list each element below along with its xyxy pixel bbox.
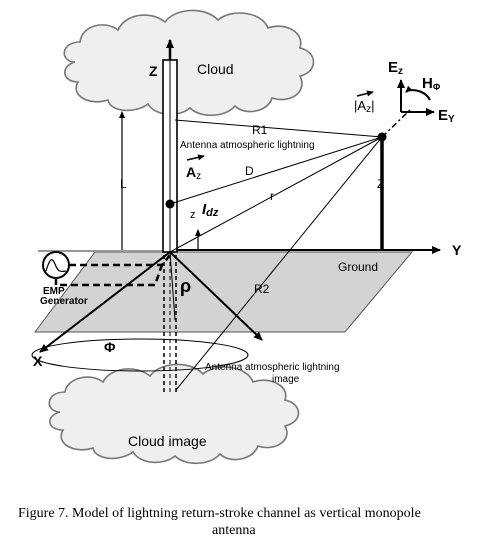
ey-label: EY xyxy=(438,107,455,125)
antenna-top-label: Antenna atmospheric lightning xyxy=(180,140,315,151)
r1-label: R1 xyxy=(252,123,268,137)
r2-label: R2 xyxy=(254,282,270,296)
z-small-label: z xyxy=(190,209,196,221)
r1-line xyxy=(174,119,383,138)
emp-feed-line-bottom xyxy=(54,261,165,287)
rho-line xyxy=(169,251,176,321)
r-label: r xyxy=(270,189,274,203)
phi-label: Φ xyxy=(104,339,116,355)
ground-label: Ground xyxy=(338,260,378,274)
r-line xyxy=(169,136,383,253)
d-label: D xyxy=(245,164,254,178)
az-mag-arrow xyxy=(356,90,374,97)
ground-diagonal xyxy=(169,251,263,341)
y-axis-label: Y xyxy=(452,242,462,258)
x-axis-label: X xyxy=(33,353,43,369)
d-line xyxy=(169,136,383,205)
z-height-label: Z xyxy=(377,177,384,191)
hphi-label: HΦ xyxy=(422,75,441,92)
az-magnitude-label: |Az| xyxy=(354,98,374,115)
cloud-label: Cloud xyxy=(197,61,234,77)
antenna-image-label-line2: image xyxy=(272,374,300,385)
ez-label: Ez xyxy=(388,59,403,77)
caption-line2: antenna xyxy=(212,523,256,538)
ground-plane xyxy=(34,251,414,333)
phi-ellipse xyxy=(31,338,249,372)
cloud-image-label: Cloud image xyxy=(128,433,207,449)
antenna-image-label-line1: Antenna atmospheric lightning xyxy=(205,362,340,373)
l-label: L xyxy=(120,177,127,191)
z-axis-label: Z xyxy=(149,63,158,79)
r2-line xyxy=(175,136,383,391)
az-vector-arrow xyxy=(186,154,205,161)
emp-waveform-icon xyxy=(45,259,67,273)
caption-line1: Figure 7. Model of lightning return-stro… xyxy=(18,506,421,521)
cloud-image-shape xyxy=(48,363,300,465)
az-label: Az xyxy=(186,164,201,182)
x-axis xyxy=(39,251,171,353)
cloud-shape xyxy=(63,9,315,117)
emp-label-line1: EMP xyxy=(43,286,65,297)
dashdot-direction xyxy=(381,109,411,138)
rho-label: ρ xyxy=(180,276,191,296)
idz-label: Idz xyxy=(202,201,219,219)
hphi-curve xyxy=(405,85,431,101)
emp-label-line2: Generator xyxy=(40,296,88,307)
